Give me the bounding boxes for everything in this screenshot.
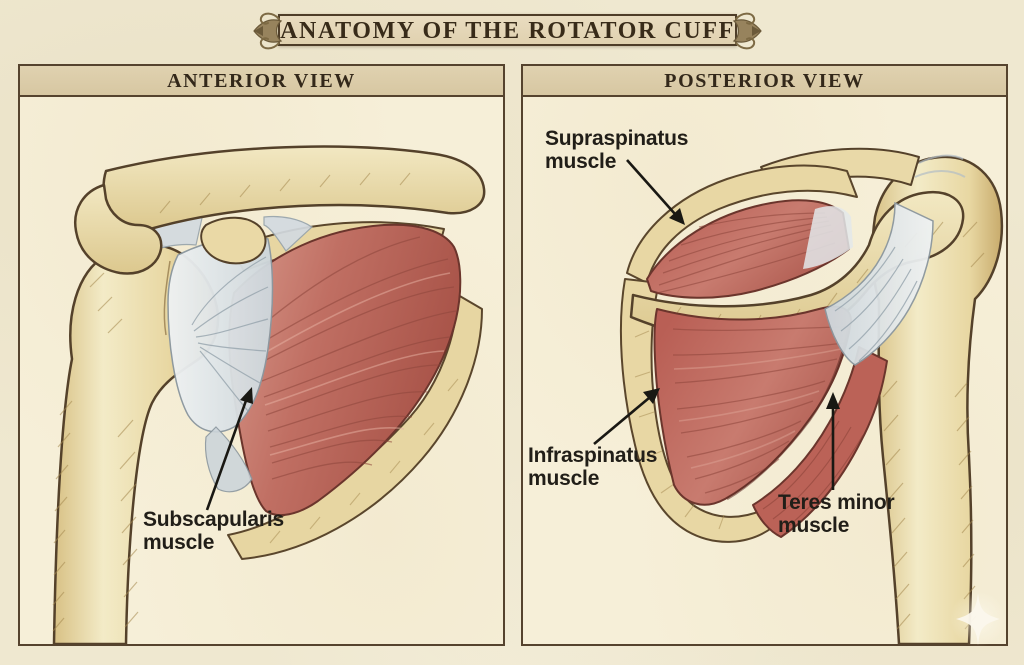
anterior-view-header-label: ANTERIOR VIEW	[167, 69, 356, 92]
page-title: ANATOMY OF THE ROTATOR CUFF	[280, 17, 735, 44]
supraspinatus-arrow	[626, 159, 685, 225]
acromion-bone	[74, 183, 163, 275]
acromion-tendon-wisps	[914, 154, 966, 178]
infraspinatus-muscle	[653, 305, 852, 506]
subscapularis-tendon	[167, 236, 274, 493]
flourish-icon	[253, 12, 283, 50]
rotator-cuff-tendon	[824, 201, 934, 366]
label-teres-minor-muscle: Teres minor muscle	[778, 491, 895, 537]
label-subscapularis-muscle: Subscapularis muscle	[143, 508, 284, 554]
posterior-view-header-label: POSTERIOR VIEW	[664, 69, 865, 92]
subscapularis-arrow	[205, 387, 253, 511]
infraspinatus-arrow	[593, 388, 660, 445]
subscapularis-muscle	[228, 223, 462, 517]
anterior-view-header: ANTERIOR VIEW	[20, 66, 503, 97]
posterior-shoulder-illustration	[593, 147, 1004, 644]
posterior-view-panel: POSTERIOR VIEW	[521, 64, 1008, 646]
flourish-icon	[732, 12, 762, 50]
anterior-shoulder-illustration	[52, 145, 486, 644]
clavicle-bone	[102, 145, 486, 232]
anterior-view-panel: ANTERIOR VIEW	[18, 64, 505, 646]
coracoid-process-bone	[200, 216, 267, 265]
supraspinatus-muscle	[646, 199, 853, 299]
label-infraspinatus-muscle: Infraspinatus muscle	[528, 444, 658, 490]
teres-minor-arrow	[826, 392, 840, 490]
posterior-view-header: POSTERIOR VIEW	[523, 66, 1006, 97]
title-banner: ANATOMY OF THE ROTATOR CUFF	[253, 12, 762, 50]
teres-minor-muscle	[726, 324, 888, 538]
label-supraspinatus-muscle: Supraspinatus muscle	[545, 127, 689, 173]
